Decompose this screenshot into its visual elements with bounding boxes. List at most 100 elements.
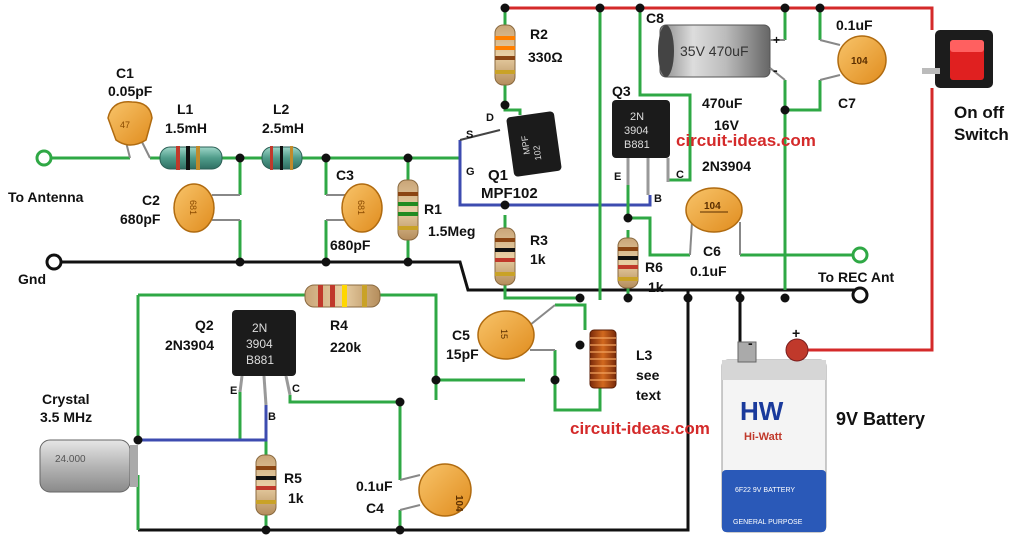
c2-value: 680pF — [120, 211, 161, 227]
q3-pin-c: C — [676, 169, 684, 181]
q1-gate-wire — [458, 140, 652, 207]
rec-ant-label: To REC Ant — [818, 269, 895, 285]
on-off-switch — [922, 30, 993, 88]
r6-label: R6 — [645, 259, 663, 275]
c3-marking: 681 — [356, 200, 366, 215]
terminals — [35, 149, 869, 304]
c3-capacitor: 681 — [326, 183, 383, 233]
q3-pin-e: E — [614, 171, 621, 183]
battery-text: 6F22 9V BATTERY — [735, 487, 795, 494]
q2-pin-e: E — [230, 385, 237, 397]
c3-label: C3 — [336, 167, 354, 183]
battery-brand-full: Hi-Watt — [744, 431, 782, 443]
bottom-black-rail — [138, 290, 690, 532]
q2-pin-c: C — [292, 383, 300, 395]
c3-value: 680pF — [330, 237, 371, 253]
r1-label: R1 — [424, 201, 442, 217]
q2-pin-b: B — [268, 411, 276, 423]
gnd-rail — [54, 260, 860, 292]
rec-gnd-terminal — [851, 286, 869, 304]
l1-inductor — [159, 146, 223, 170]
c1-label: C1 — [116, 65, 134, 81]
q1-marking-1: MPF — [519, 135, 532, 156]
c8-minus: - — [773, 62, 778, 78]
crystal: 24.000 — [39, 439, 138, 493]
l1-value: 1.5mH — [165, 120, 207, 136]
q2-value: 2N3904 — [165, 337, 214, 353]
battery-minus: - — [748, 335, 753, 351]
rec-ant-terminal — [851, 246, 869, 264]
antenna-terminal — [35, 149, 53, 167]
c8-marking: 35V 470uF — [680, 43, 749, 59]
c7-marking: 104 — [851, 56, 868, 67]
q3-marking-2: 3904 — [624, 125, 648, 137]
watermark-bottom: circuit-ideas.com — [570, 419, 710, 438]
l3-note-line2: text — [636, 387, 661, 403]
c7-value: 0.1uF — [836, 17, 873, 33]
junctions — [133, 3, 825, 535]
c8-electrolytic: 35V 470uF + - — [658, 24, 786, 81]
q2-marking-1: 2N — [252, 321, 267, 335]
c8-plus: + — [773, 33, 780, 47]
crystal-value: 3.5 MHz — [40, 409, 92, 425]
switch-label-line2: Switch — [954, 125, 1009, 144]
r6-resistor — [617, 237, 639, 289]
q3-marking-1: 2N — [630, 111, 644, 123]
q1-jfet: MPF 102 — [459, 111, 562, 177]
q3-pin-b: B — [654, 193, 662, 205]
c1-capacitor: 47 — [107, 101, 153, 159]
r5-resistor — [255, 454, 277, 516]
r2-value: 330Ω — [528, 49, 563, 65]
gnd-terminal — [45, 253, 63, 271]
crystal-label: Crystal — [42, 391, 89, 407]
r2-label: R2 — [530, 26, 548, 42]
q2-marking-2: 3904 — [246, 337, 273, 351]
q1-pin-d: D — [486, 112, 494, 124]
q2-label: Q2 — [195, 317, 214, 333]
q1-marking-2: 102 — [531, 145, 543, 161]
r1-resistor — [397, 179, 419, 241]
gnd-label: Gnd — [18, 271, 46, 287]
red-rail-top — [505, 6, 934, 30]
c5-label: C5 — [452, 327, 470, 343]
crystal-marking: 24.000 — [55, 454, 86, 465]
l2-inductor — [261, 146, 303, 170]
c8-voltage: 16V — [714, 117, 740, 133]
l3-coil — [589, 329, 617, 389]
battery-brand: HW — [740, 396, 784, 426]
c4-label: C4 — [366, 500, 384, 516]
c6-marking: 104 — [704, 201, 721, 212]
l3-note-line1: see — [636, 367, 660, 383]
c4-capacitor: 104 — [399, 463, 472, 517]
q3-transistor: 2N 3904 B881 — [612, 100, 670, 195]
c4-marking: 104 — [453, 495, 464, 512]
battery-label: 9V Battery — [836, 409, 925, 429]
battery-plus: + — [792, 325, 800, 341]
c5-marking: 15 — [499, 329, 509, 339]
r6-value: 1k — [648, 279, 664, 295]
l2-label: L2 — [273, 101, 290, 117]
watermark-top: circuit-ideas.com — [676, 131, 816, 150]
c8-value: 470uF — [702, 95, 743, 111]
q2-marking-3: B881 — [246, 353, 274, 367]
r3-resistor — [494, 227, 516, 286]
c1-value: 0.05pF — [108, 83, 153, 99]
r4-label: R4 — [330, 317, 348, 333]
c6-capacitor: 104 — [685, 187, 743, 256]
r2-resistor — [494, 24, 516, 86]
c6-value: 0.1uF — [690, 263, 727, 279]
c5-value: 15pF — [446, 346, 479, 362]
switch-label-line1: On off — [954, 103, 1004, 122]
q3-value: 2N3904 — [702, 158, 751, 174]
q3-marking-3: B881 — [624, 139, 650, 151]
r3-label: R3 — [530, 232, 548, 248]
c2-marking: 681 — [188, 200, 198, 215]
crystal-base-wire — [138, 405, 268, 442]
r5-value: 1k — [288, 490, 304, 506]
c4-value: 0.1uF — [356, 478, 393, 494]
red-rail-switch — [800, 88, 934, 352]
r3-value: 1k — [530, 251, 546, 267]
q2-transistor: 2N 3904 B881 — [232, 310, 296, 406]
q1-value: MPF102 — [481, 185, 538, 202]
antenna-label: To Antenna — [8, 189, 84, 205]
